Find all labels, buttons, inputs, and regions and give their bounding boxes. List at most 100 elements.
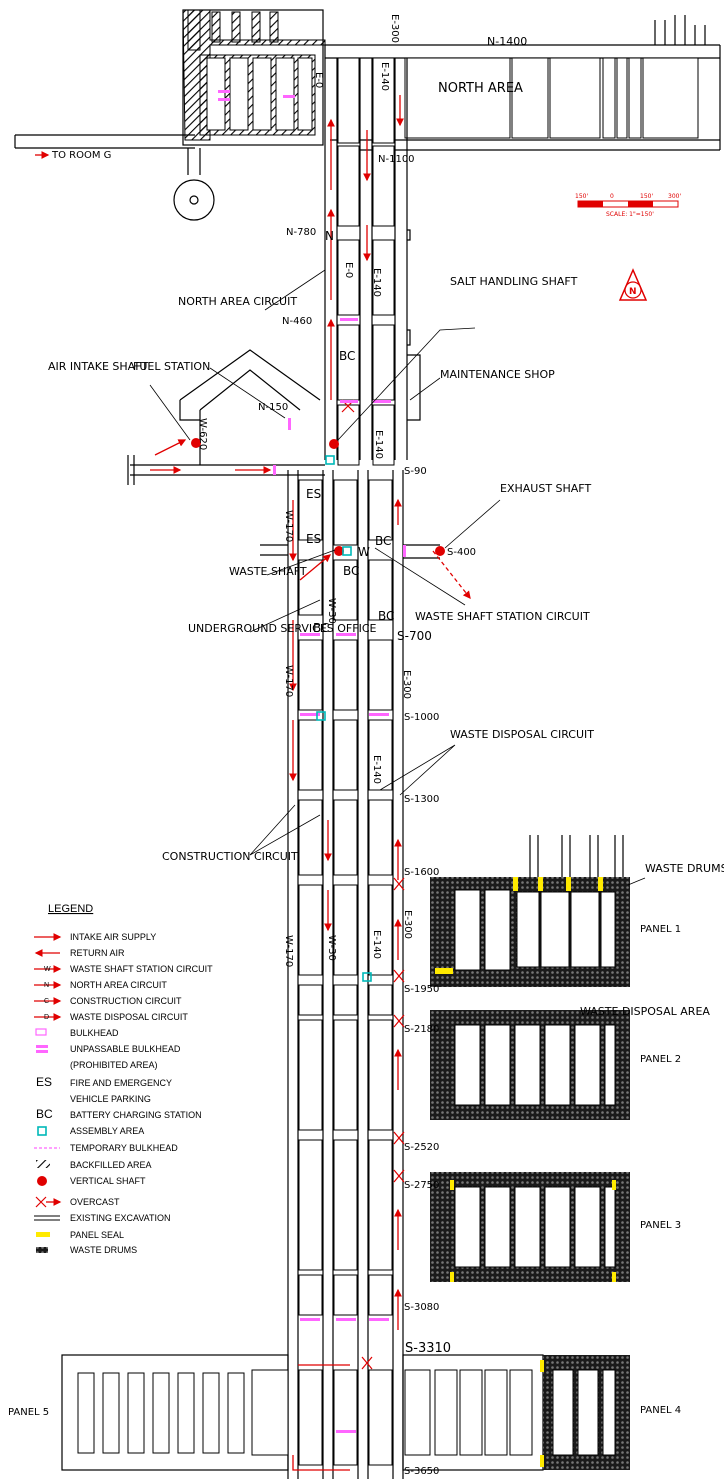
scale-tick: 0	[610, 193, 614, 200]
north-pillar	[229, 57, 249, 131]
label-maintenance-shop: MAINTENANCE SHOP	[440, 368, 555, 381]
label-s1600: S-1600	[404, 867, 439, 878]
salt-handling-shaft-icon	[329, 439, 339, 449]
label-n780: N-780	[286, 227, 316, 238]
label-w-mark: W	[358, 545, 370, 559]
legend-item: BACKFILLED AREA	[36, 1160, 152, 1170]
panel-2	[430, 1010, 630, 1120]
bulkheads	[218, 90, 406, 1433]
legend-label: EXISTING EXCAVATION	[70, 1213, 171, 1223]
legend-item: PANEL SEAL	[36, 1230, 124, 1240]
panel-5	[61, 1354, 289, 1471]
legend-label: VEHICLE PARKING	[70, 1094, 151, 1104]
label-panel3: PANEL 3	[640, 1220, 681, 1231]
label-salt-handling-shaft: SALT HANDLING SHAFT	[450, 275, 578, 288]
legend-label: FIRE AND EMERGENCY	[70, 1078, 172, 1088]
label-w30-a: W-30	[326, 598, 337, 624]
north-area-room	[602, 57, 616, 139]
legend-label: OVERCAST	[70, 1197, 120, 1207]
label-s2750: S-2750	[404, 1180, 439, 1191]
assembly-areas	[316, 455, 372, 982]
legend-label: TEMPORARY BULKHEAD	[70, 1143, 178, 1153]
label-es-2: ES	[306, 532, 321, 546]
north-area-block	[14, 9, 721, 221]
label-e300-mid: E-300	[401, 670, 412, 699]
label-bc-2: BC	[375, 534, 391, 548]
label-n1400: N-1400	[487, 35, 527, 48]
label-s3650: S-3650	[404, 1466, 439, 1477]
label-w170-b: W-170	[283, 665, 294, 697]
label-w30-b: W-30	[326, 935, 337, 961]
north-arrow-icon	[618, 268, 648, 301]
north-pillar	[297, 57, 313, 131]
label-waste-shaft: WASTE SHAFT	[229, 565, 307, 578]
label-e140-c: E-140	[373, 430, 384, 459]
legend-label: BACKFILLED AREA	[70, 1160, 152, 1170]
label-e300-e: E-300	[402, 910, 413, 939]
legend-item: ASSEMBLY AREA	[37, 1126, 144, 1136]
legend-label: BULKHEAD	[70, 1028, 119, 1038]
assembly-area-icon	[37, 1126, 47, 1136]
vertical-shaft-icon	[37, 1176, 47, 1186]
room-g-shaft	[173, 179, 215, 221]
legend-item: UNPASSABLE BULKHEAD (PROHIBITED AREA)	[36, 1044, 181, 1070]
waste-shaft-icon	[334, 546, 344, 556]
vertical-shafts	[191, 438, 445, 556]
label-e300-top: E-300	[389, 14, 400, 43]
legend-label: VERTICAL SHAFT	[70, 1176, 146, 1186]
legend-item: TEMPORARY BULKHEAD	[34, 1143, 178, 1153]
north-area-room	[616, 57, 628, 139]
legend-item: D WASTE DISPOSAL CIRCUIT	[34, 1012, 188, 1022]
label-s3080: S-3080	[404, 1302, 439, 1313]
legend-label: CONSTRUCTION CIRCUIT	[70, 996, 182, 1006]
north-area-room	[404, 57, 511, 139]
legend-symbol: C	[44, 998, 49, 1005]
scale-bar	[577, 200, 679, 208]
main-drifts	[287, 45, 408, 1479]
label-fuel-station: FUEL STATION	[133, 360, 210, 373]
label-underground-services-office: UNDERGROUND SERVICES OFFICE	[188, 622, 377, 635]
legend-label: WASTE SHAFT STATION CIRCUIT	[70, 964, 213, 974]
label-n150: N-150	[258, 402, 288, 413]
label-e140-top: E-140	[379, 62, 390, 91]
upper-pillars	[337, 57, 421, 466]
assembly-area-icon	[316, 711, 326, 721]
map-labels: E-300 N-1400 E-0 E-140 NORTH AREA TO ROO…	[8, 14, 724, 1477]
legend-symbol: W	[44, 966, 51, 973]
legend-item: OVERCAST	[35, 1196, 120, 1208]
label-panel1: PANEL 1	[640, 924, 681, 935]
north-area-room	[549, 57, 601, 139]
label-bc-4: BC	[313, 621, 329, 635]
label-n1100: N-1100	[378, 154, 415, 165]
legend-item: BC BATTERY CHARGING STATION	[36, 1107, 202, 1121]
label-bc-5: BC	[378, 609, 394, 623]
legend-label: INTAKE AIR SUPPLY	[70, 932, 156, 942]
air-intake-shaft-icon	[191, 438, 201, 448]
label-e0-top: E-0	[313, 72, 324, 88]
legend-label: NORTH AREA CIRCUIT	[70, 980, 167, 990]
legend-label: WASTE DRUMS	[70, 1245, 137, 1255]
panel-1	[430, 835, 630, 987]
label-es-1: ES	[306, 487, 321, 501]
label-s2520: S-2520	[404, 1142, 439, 1153]
label-s400: S-400	[447, 547, 476, 558]
label-construction-circuit: CONSTRUCTION CIRCUIT	[162, 850, 298, 863]
lower-pillars	[298, 479, 440, 1466]
north-pillar	[206, 57, 226, 131]
label-north-area-circuit: NORTH AREA CIRCUIT	[178, 295, 297, 308]
label-n460: N-460	[282, 316, 312, 327]
panel-3	[430, 1172, 630, 1282]
north-pillar	[275, 57, 295, 131]
legend-label: RETURN AIR	[70, 948, 125, 958]
legend-item: BULKHEAD	[35, 1028, 119, 1038]
label-north-area: NORTH AREA	[438, 81, 523, 96]
label-s90: S-90	[404, 466, 427, 477]
legend-item: VERTICAL SHAFT	[37, 1176, 146, 1186]
legend-label: (PROHIBITED AREA)	[70, 1060, 158, 1070]
legend-label: WASTE DISPOSAL CIRCUIT	[70, 1012, 188, 1022]
label-e140-mid: E-140	[371, 268, 382, 297]
legend-title: LEGEND	[48, 903, 93, 915]
label-s1950: S-1950	[404, 984, 439, 995]
label-bc-3: BC	[343, 564, 359, 578]
legend-symbol: D	[44, 1014, 49, 1021]
